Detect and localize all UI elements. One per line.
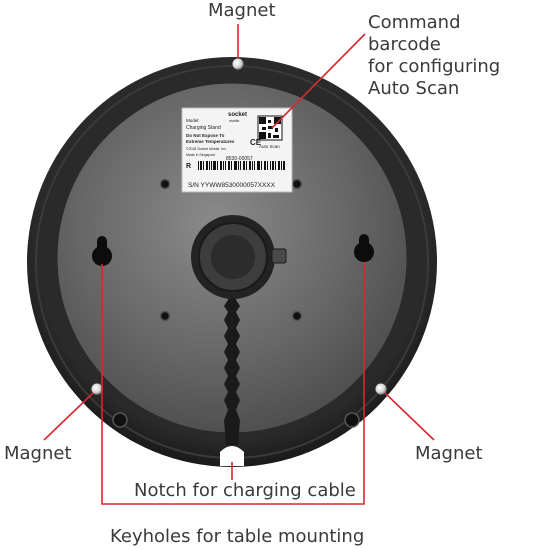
screw-top-right bbox=[291, 178, 303, 190]
magnet-left bbox=[90, 382, 104, 396]
label-part-number: 8530-00057 bbox=[226, 156, 253, 162]
cable-channel bbox=[224, 290, 240, 445]
charging-cable-notch bbox=[220, 446, 244, 466]
screw-rim-left bbox=[112, 412, 128, 428]
screw-top-left bbox=[159, 178, 171, 190]
label-warning-1: Do Not Expose To bbox=[186, 133, 225, 138]
keyhole-left bbox=[92, 236, 112, 266]
leader-command-barcode bbox=[271, 33, 366, 129]
screws bbox=[112, 178, 360, 428]
label-origin: Made in Singapore bbox=[186, 153, 215, 157]
callout-magnet-right: Magnet bbox=[415, 443, 483, 464]
label-brand-sub: mobile bbox=[229, 119, 239, 123]
label-r-mark: R bbox=[186, 163, 191, 170]
label-warning-2: Extreme Temperatures bbox=[186, 139, 235, 144]
callout-lines bbox=[43, 24, 435, 505]
magnet-top bbox=[231, 57, 245, 71]
callout-command-barcode: Command barcode for configuring Auto Sca… bbox=[368, 12, 501, 99]
leader-magnet-left bbox=[43, 392, 94, 441]
leader-keyholes bbox=[101, 262, 365, 505]
screw-bottom-right bbox=[291, 310, 303, 322]
callout-keyholes: Keyholes for table mounting bbox=[110, 526, 365, 547]
label-model-label: Model: bbox=[186, 118, 200, 123]
label-ce-mark: CE bbox=[250, 138, 262, 147]
autoscan-qr-code bbox=[257, 115, 283, 141]
hub-tab bbox=[271, 248, 287, 264]
callout-notch: Notch for charging cable bbox=[134, 480, 356, 501]
screw-rim-right bbox=[344, 412, 360, 428]
callout-magnet-left: Magnet bbox=[4, 443, 72, 464]
magnet-right bbox=[374, 382, 388, 396]
label-autoscan: Auto Scan bbox=[259, 144, 280, 149]
serial-barcode bbox=[198, 161, 285, 170]
callout-magnet-top: Magnet bbox=[208, 0, 276, 21]
label-serial: S/N YYWW8530000057XXXX bbox=[188, 182, 276, 189]
label-copyright: ©2018 Socket Mobile, Inc. bbox=[186, 147, 227, 151]
screw-bottom-left bbox=[159, 310, 171, 322]
label-brand: socket bbox=[228, 112, 247, 118]
center-hub-cap bbox=[211, 235, 255, 279]
product-label: socket mobile Model: Charging Stand Do N… bbox=[181, 107, 293, 193]
keyhole-right bbox=[354, 234, 374, 262]
label-model: Charging Stand bbox=[186, 125, 221, 131]
leader-magnet-right bbox=[384, 392, 435, 441]
